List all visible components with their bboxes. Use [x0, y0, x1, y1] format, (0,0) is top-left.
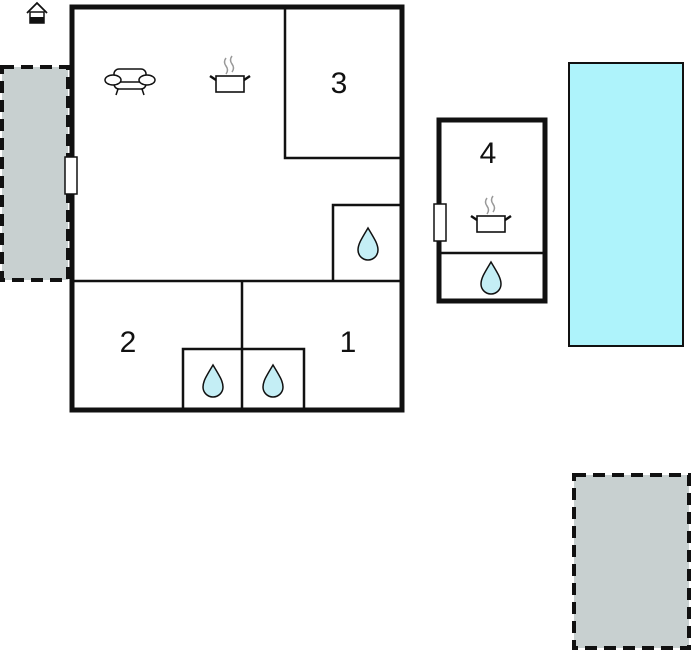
- interior-walls: [72, 7, 402, 410]
- terrace-left: [0, 65, 70, 282]
- door-icon: [64, 156, 78, 195]
- pool: [568, 62, 684, 347]
- room-label-3: 3: [331, 67, 348, 100]
- entrance-icon: [26, 1, 48, 24]
- room-label-2: 2: [120, 326, 137, 359]
- door-icon: [433, 203, 447, 242]
- terrace-bottom-right: [572, 473, 691, 650]
- room-label-4: 4: [480, 137, 497, 170]
- room-label-1: 1: [340, 326, 357, 359]
- sofa-icon: [104, 68, 156, 96]
